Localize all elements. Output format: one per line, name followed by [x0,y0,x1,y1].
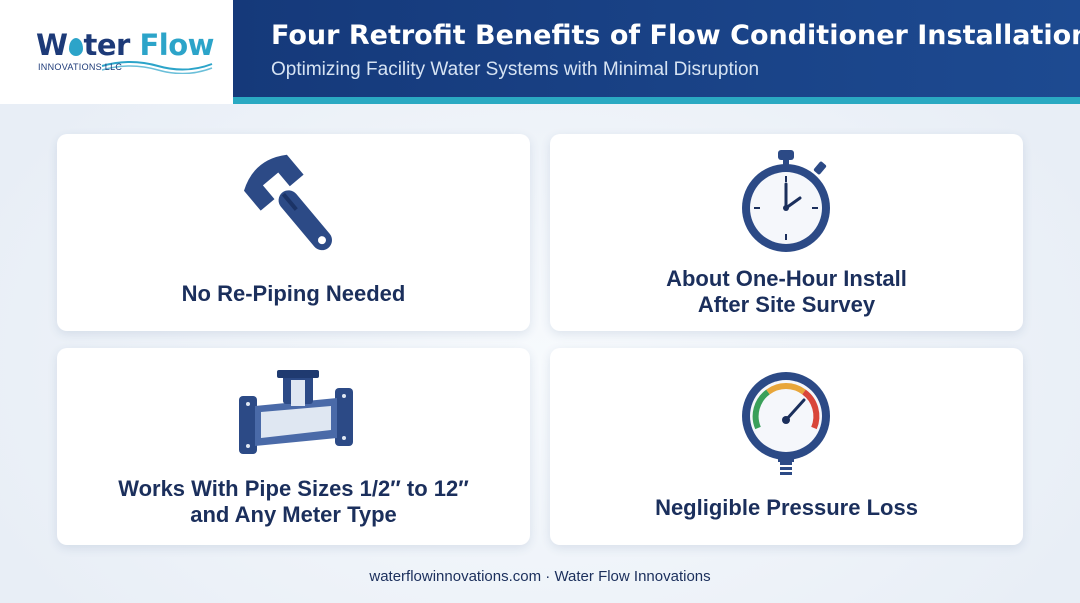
logo-letter-w: W [36,28,68,62]
pipe-fitting-icon [239,370,353,454]
pressure-gauge-icon [742,372,830,475]
card-label-line2: and Any Meter Type [190,502,397,527]
header-accent-stripe [233,97,1080,104]
logo-word-water: ter [83,28,131,62]
benefit-card-pipe-sizes: Works With Pipe Sizes 1/2″ to 12″ and An… [57,348,530,545]
benefit-card-pressure-loss: Negligible Pressure Loss [550,348,1023,545]
water-drop-icon [68,38,83,56]
header-bar [233,0,1080,97]
logo-tagline: INNOVATIONS LLC [38,62,123,72]
wrench-icon [243,154,332,251]
benefit-card-one-hour-install: About One-Hour Install After Site Survey [550,134,1023,331]
page-subtitle: Optimizing Facility Water Systems with M… [271,59,760,80]
stopwatch-icon [742,150,830,252]
wave-icon [101,61,213,74]
card-label-line2: After Site Survey [697,292,876,317]
card-label-line1: Works With Pipe Sizes 1/2″ to 12″ [118,476,469,501]
logo-word-flow: Flow [139,28,214,62]
footer-text: waterflowinnovations.com · Water Flow In… [369,568,711,585]
card-label: No Re-Piping Needed [181,281,406,306]
benefit-card-no-repiping: No Re-Piping Needed [57,134,530,331]
page-title: Four Retrofit Benefits of Flow Condition… [271,20,1080,51]
card-label-line1: About One-Hour Install [666,266,907,291]
card-label: Negligible Pressure Loss [655,495,918,520]
